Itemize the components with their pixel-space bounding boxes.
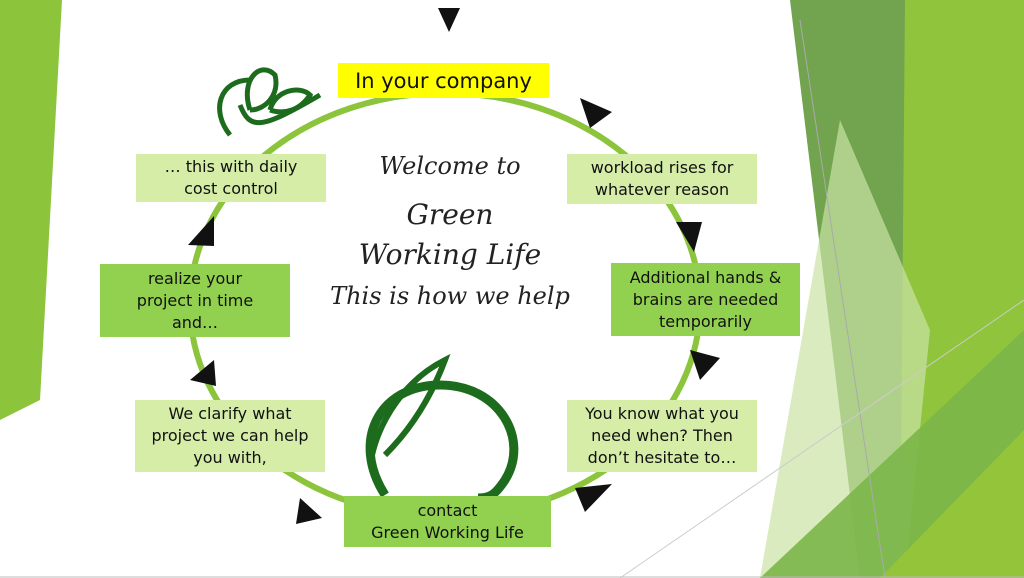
arrow-icon	[190, 360, 216, 386]
welcome-text: Welcome to	[379, 152, 521, 180]
step-in-your-company: In your company	[338, 63, 549, 98]
step-you-know: You know what you need when? Then don’t …	[567, 400, 757, 472]
arrow-icon	[580, 98, 612, 128]
cycle-arrows	[188, 8, 720, 524]
step-additional-hands: Additional hands & brains are needed tem…	[611, 263, 800, 336]
arrow-icon	[690, 350, 720, 380]
step-workload-rises: workload rises for whatever reason	[567, 154, 757, 204]
step-realize-project: realize your project in time and…	[100, 264, 290, 337]
arrow-icon	[296, 498, 322, 524]
step-contact: contact Green Working Life	[344, 496, 551, 547]
step-we-clarify: We clarify what project we can help you …	[135, 400, 325, 472]
left-green-strip	[0, 0, 62, 420]
decor-line	[619, 299, 1024, 578]
title-working-life: Working Life	[358, 238, 542, 271]
leaf-logo-icon	[217, 67, 322, 137]
subtitle-text: This is how we help	[330, 282, 570, 310]
arrow-icon	[188, 216, 214, 246]
arrow-icon	[575, 484, 612, 512]
decor-shape	[880, 430, 1024, 578]
title-green: Green	[406, 198, 494, 231]
step-cost-control: … this with daily cost control	[136, 154, 326, 202]
arrow-icon	[438, 8, 460, 32]
decor-line	[799, 19, 886, 578]
arrow-icon	[676, 222, 702, 252]
leaf-circle-logo-icon	[365, 353, 519, 503]
